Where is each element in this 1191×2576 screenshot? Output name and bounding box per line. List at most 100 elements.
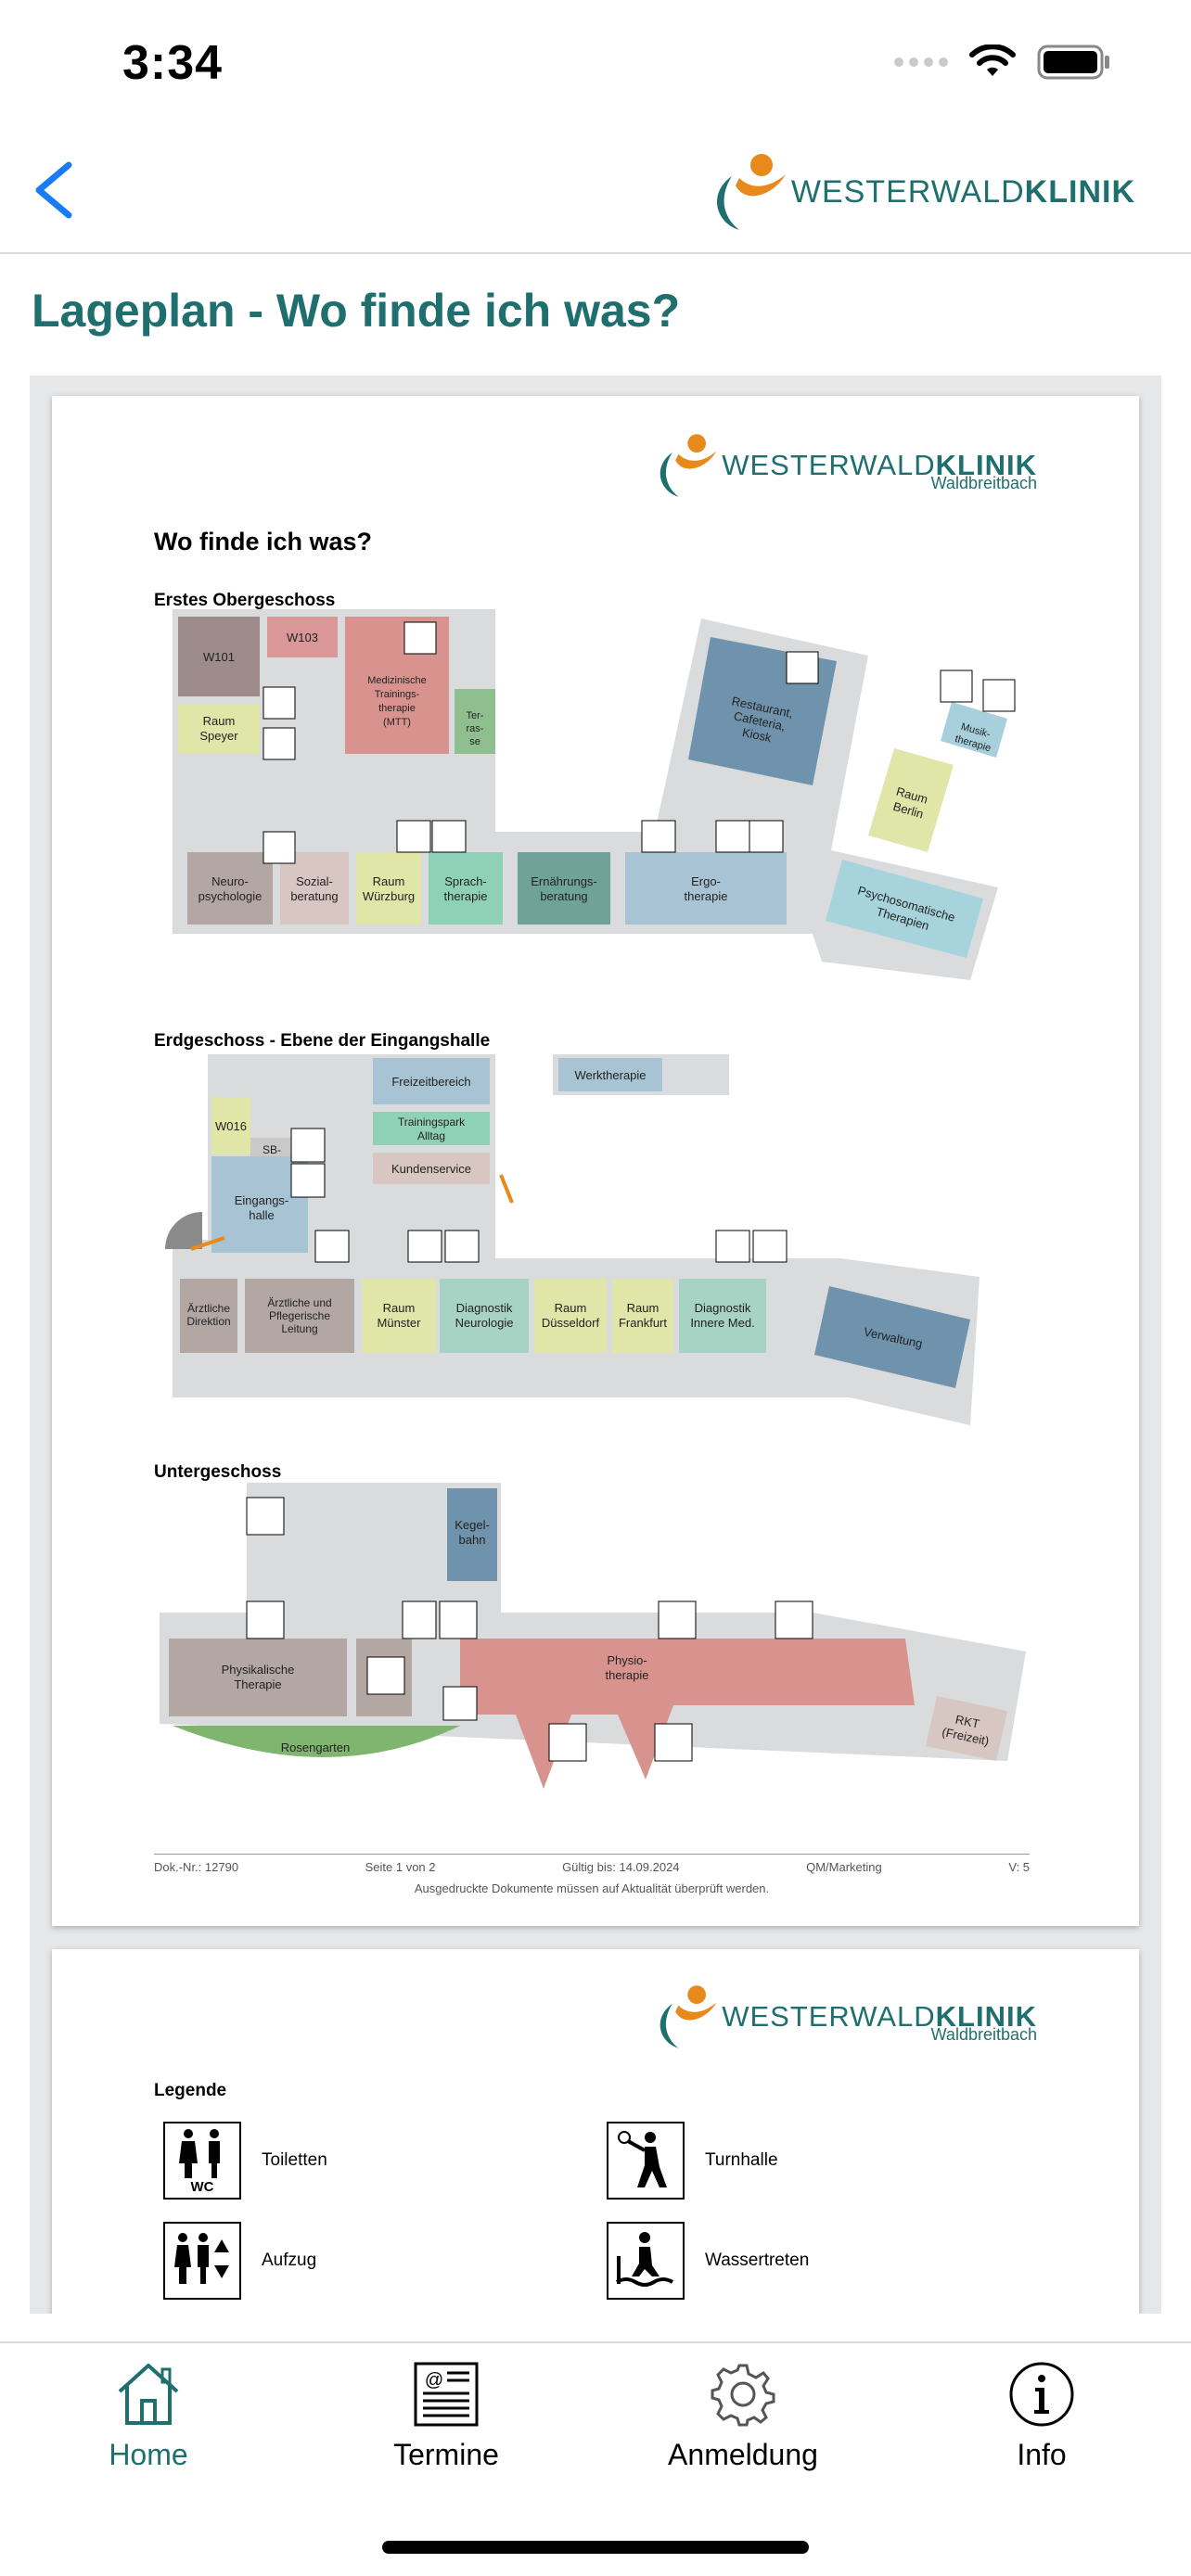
gym-icon bbox=[607, 2122, 685, 2200]
svg-text:therapie: therapie bbox=[685, 889, 728, 903]
gear-icon bbox=[711, 2364, 775, 2427]
svg-text:SB-: SB- bbox=[263, 1143, 281, 1156]
svg-text:Innere Med.: Innere Med. bbox=[690, 1316, 754, 1330]
legend-item-wassertreten: Wassertreten bbox=[607, 2222, 809, 2300]
document-logo: WESTERWALDKLINIK Waldbreitbach bbox=[647, 431, 1037, 500]
svg-text:therapie: therapie bbox=[444, 889, 488, 903]
legend-item-turnhalle: Turnhalle bbox=[607, 2122, 778, 2200]
wifi-icon bbox=[969, 45, 1016, 76]
room-w101 bbox=[178, 617, 260, 696]
wc-icon: WC bbox=[163, 2122, 241, 2200]
logo-text: WESTERWALDKLINIK bbox=[722, 449, 1037, 481]
svg-text:Würzburg: Würzburg bbox=[363, 889, 415, 903]
floor-plan-basement: Kegel- bahn Physikalische Therapie Physi… bbox=[160, 1483, 1026, 1789]
svg-text:Alltag: Alltag bbox=[417, 1129, 445, 1142]
logo-mark-icon bbox=[660, 1985, 717, 2048]
svg-text:Ärztliche und: Ärztliche und bbox=[267, 1296, 331, 1309]
logo-mark-icon bbox=[716, 154, 786, 230]
floor-plan-upper: W101 W103 Medizinische Trainings- therap… bbox=[173, 609, 1016, 980]
floor-title-ground: Erdgeschoss - Ebene der Eingangshalle bbox=[154, 1031, 491, 1051]
legend-item-toiletten: WC Toiletten bbox=[163, 2122, 327, 2200]
svg-text:Raum: Raum bbox=[373, 874, 405, 888]
room-label: W103 bbox=[287, 631, 318, 644]
legend-title: Legende bbox=[154, 2081, 227, 2100]
tab-label: Anmeldung bbox=[668, 2438, 818, 2471]
status-bar: 3:34 bbox=[0, 0, 1191, 130]
chevron-left-icon bbox=[35, 161, 72, 219]
cellular-signal-icon bbox=[894, 57, 948, 67]
svg-text:Sozial-: Sozial- bbox=[296, 874, 333, 888]
document-footer: Dok.-Nr.: 12790 Seite 1 von 2 Gültig bis… bbox=[154, 1854, 1030, 1895]
logo-subtitle: Waldbreitbach bbox=[930, 474, 1037, 492]
tab-bar: Home @ Termine Anmeldung Info bbox=[0, 2341, 1191, 2576]
room-label: Freizeitbereich bbox=[391, 1075, 470, 1089]
legend-label: Wassertreten bbox=[705, 2251, 810, 2270]
svg-text:Düsseldorf: Düsseldorf bbox=[542, 1316, 600, 1330]
status-time: 3:34 bbox=[122, 36, 224, 90]
svg-text:Frankfurt: Frankfurt bbox=[619, 1316, 667, 1330]
pdf-viewer[interactable]: WESTERWALDKLINIK Waldbreitbach Wo finde … bbox=[30, 376, 1161, 2314]
home-indicator[interactable] bbox=[382, 2541, 809, 2554]
navigation-header: WESTERWALDKLINIK bbox=[0, 130, 1191, 254]
svg-text:Ergo-: Ergo- bbox=[691, 874, 721, 888]
floor-title-upper: Erstes Obergeschoss bbox=[154, 591, 336, 610]
svg-text:WC: WC bbox=[191, 2179, 214, 2195]
tab-label: Termine bbox=[393, 2438, 499, 2471]
svg-text:Speyer: Speyer bbox=[199, 729, 238, 743]
svg-text:Diagnostik: Diagnostik bbox=[695, 1301, 751, 1315]
svg-text:Direktion: Direktion bbox=[186, 1315, 230, 1328]
svg-text:Leitung: Leitung bbox=[281, 1322, 317, 1335]
floor-title-basement: Untergeschoss bbox=[154, 1462, 282, 1482]
svg-text:Neurologie: Neurologie bbox=[455, 1316, 514, 1330]
tab-label: Home bbox=[109, 2438, 188, 2471]
info-icon bbox=[1009, 2362, 1074, 2427]
tab-termine[interactable]: @ Termine bbox=[335, 2360, 557, 2472]
svg-text:Physio-: Physio- bbox=[607, 1653, 647, 1667]
back-button[interactable] bbox=[28, 158, 83, 223]
tab-info[interactable]: Info bbox=[930, 2360, 1153, 2472]
home-icon bbox=[118, 2364, 179, 2425]
document-logo: WESTERWALDKLINIK Waldbreitbach bbox=[647, 1983, 1037, 2051]
svg-text:therapie: therapie bbox=[606, 1668, 649, 1682]
footer-doc-number: Dok.-Nr.: 12790 bbox=[154, 1860, 239, 1874]
svg-text:se: se bbox=[469, 736, 480, 747]
logo-text: WESTERWALDKLINIK bbox=[790, 173, 1135, 210]
logo-subtitle: Waldbreitbach bbox=[930, 2025, 1037, 2044]
footer-version: V: 5 bbox=[1008, 1860, 1030, 1874]
tab-anmeldung[interactable]: Anmeldung bbox=[632, 2360, 854, 2472]
svg-text:ras-: ras- bbox=[467, 723, 484, 734]
westerwald-klinik-logo: WESTERWALDKLINIK bbox=[702, 150, 1135, 234]
legend-label: Turnhalle bbox=[705, 2150, 778, 2170]
svg-text:Ter-: Ter- bbox=[467, 710, 484, 721]
svg-text:Ärztliche: Ärztliche bbox=[187, 1302, 230, 1315]
room-label: Kundenservice bbox=[391, 1162, 471, 1176]
footer-department: QM/Marketing bbox=[806, 1860, 882, 1874]
floor-plan-ground: Freizeitbereich Trainingspark Alltag Kun… bbox=[165, 1054, 980, 1425]
svg-text:Trainings-: Trainings- bbox=[375, 689, 420, 700]
svg-text:bahn: bahn bbox=[459, 1533, 486, 1547]
room-label: W101 bbox=[203, 650, 235, 664]
legend-item-aufzug: Aufzug bbox=[163, 2222, 316, 2300]
svg-text:RKT: RKT bbox=[954, 1713, 981, 1731]
svg-text:beratung: beratung bbox=[290, 889, 338, 903]
page-title: Lageplan - Wo finde ich was? bbox=[32, 285, 681, 337]
water-walking-icon bbox=[607, 2222, 685, 2300]
svg-text:Raum: Raum bbox=[203, 714, 236, 728]
calendar-list-icon: @ bbox=[414, 2362, 479, 2427]
logo-text: WESTERWALDKLINIK bbox=[722, 2000, 1037, 2033]
svg-text:(MTT): (MTT) bbox=[383, 717, 411, 728]
svg-text:Ernährungs-: Ernährungs- bbox=[531, 874, 597, 888]
legend-label: Toiletten bbox=[262, 2150, 327, 2170]
footer-page: Seite 1 von 2 bbox=[365, 1860, 436, 1874]
pdf-page-2: WESTERWALDKLINIK Waldbreitbach Legende W… bbox=[52, 1949, 1139, 2314]
logo-mark-icon bbox=[660, 434, 717, 497]
svg-text:Kegel-: Kegel- bbox=[455, 1518, 490, 1532]
svg-text:Raum: Raum bbox=[555, 1301, 587, 1315]
tab-home[interactable]: Home bbox=[37, 2360, 260, 2472]
svg-text:Physikalische: Physikalische bbox=[222, 1663, 295, 1677]
room-label: Rosengarten bbox=[281, 1741, 350, 1754]
svg-text:Trainingspark: Trainingspark bbox=[398, 1116, 466, 1129]
svg-text:Eingangs-: Eingangs- bbox=[235, 1193, 289, 1207]
document-heading: Wo finde ich was? bbox=[154, 528, 373, 555]
elevator-icon bbox=[163, 2222, 241, 2300]
